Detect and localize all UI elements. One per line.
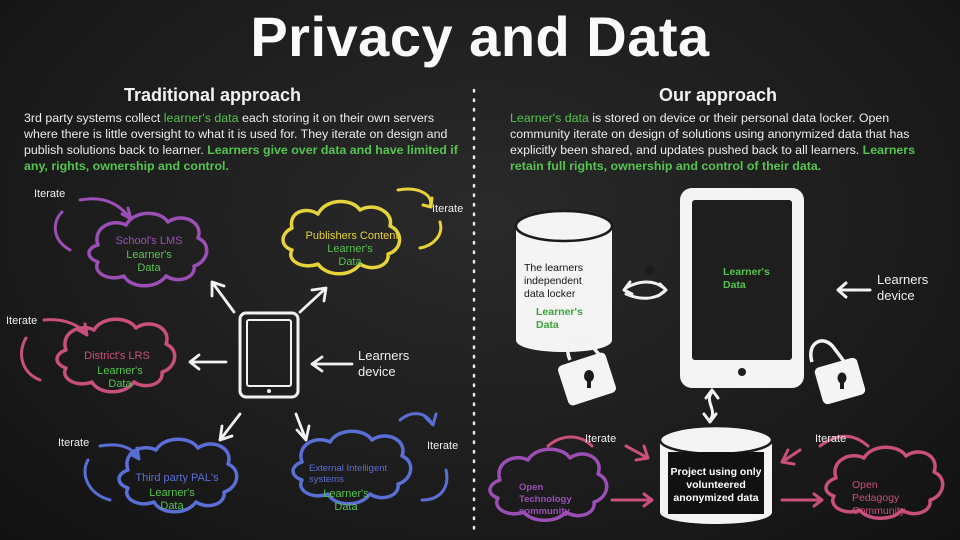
iterate-loop-schools-left [53, 210, 72, 252]
locker-cylinder [516, 226, 612, 352]
right-para-highlight: Learner's data [510, 111, 589, 125]
left-tablet [238, 311, 300, 399]
schools-lms-name: School's LMS [115, 235, 183, 247]
right-para-part: is stored on device or their personal da… [510, 111, 910, 157]
iterate-loop-third-left [83, 458, 112, 502]
right-tablet-screen [692, 200, 792, 360]
iterate-label: Iterate [58, 437, 90, 449]
arrow-tablet-project [707, 390, 715, 422]
iterate-label: Iterate [432, 203, 464, 215]
third-party-cloud [117, 437, 239, 514]
open-tech-cloud [488, 447, 609, 522]
arrow-device-right [836, 281, 872, 299]
arrow-to-publishers [298, 286, 328, 314]
right-heading: Our approach [659, 85, 778, 105]
iterate-loop-external-right [420, 468, 449, 502]
locker-label: The learners independent data locker [524, 262, 583, 300]
iterate-label: Iterate [6, 315, 38, 327]
right-device-label: Learners device [877, 272, 929, 303]
left-heading: Traditional approach [124, 85, 302, 105]
right-tablet-button [738, 368, 746, 376]
iterate-loop-third-top [98, 443, 140, 460]
left-tablet-screen [246, 319, 292, 387]
tablet-data: Learner's Data [723, 266, 770, 291]
districts-name: District's LRS [84, 350, 150, 362]
left-para-highlight: learner's data [163, 111, 239, 125]
schools-lms-cloud [87, 211, 209, 288]
left-tablet-button [267, 389, 271, 393]
iterate-label: Iterate [34, 188, 66, 200]
external-name: External Intelligent systems [309, 463, 388, 485]
external-cloud [291, 429, 413, 506]
districts-cloud [55, 317, 177, 394]
schools-lms-data: Learner's Data [126, 249, 172, 274]
arrow-to-districts [188, 353, 228, 371]
iterate-label: Iterate [427, 440, 459, 452]
right-paragraph: Learner's data is stored on device or th… [510, 110, 930, 174]
left-para-part: 3rd party systems collect [24, 111, 164, 125]
third-party-data: Learner's Data [149, 487, 195, 512]
arrow-to-external [294, 412, 311, 442]
districts-data: Learner's Data [97, 365, 143, 390]
open-ped-cloud [824, 445, 945, 520]
iterate-label: Iterate [815, 433, 847, 445]
iterate-label: Iterate [585, 433, 617, 445]
left-para-emphasis: Learners give over data and have limited… [24, 143, 458, 173]
publishers-data: Learner's Data [327, 243, 373, 268]
left-para-part: each storing it on their own servers whe… [24, 111, 448, 157]
locker-data: Learner's Data [536, 306, 583, 331]
left-paragraph: 3rd party systems collect learner's data… [24, 110, 464, 174]
project-label: Project using only volunteered anonymize… [670, 466, 762, 504]
right-para-emphasis: Learners retain full rights, ownership a… [510, 143, 916, 173]
external-data: Learner's Data [323, 488, 369, 513]
left-device-label: Learners device [358, 348, 410, 379]
publishers-name: Publishers Content [305, 230, 399, 242]
iterate-loop-schools-top [78, 197, 132, 220]
page-title: Privacy and Data [250, 5, 710, 68]
arrow-to-schools [210, 280, 236, 314]
iterate-loop-districts-left [20, 336, 42, 382]
open-tech-label: Open Technology community [519, 482, 572, 517]
third-party-name: Third party PAL's [135, 472, 219, 484]
open-ped-label: Open Pedagogy Community [852, 479, 906, 517]
iterate-loop-publishers-bottom [418, 220, 443, 250]
arrow-to-third [218, 412, 242, 442]
arrow-device-left [310, 355, 354, 373]
iterate-loop-publishers-top [396, 187, 433, 208]
publishers-cloud [281, 199, 402, 276]
